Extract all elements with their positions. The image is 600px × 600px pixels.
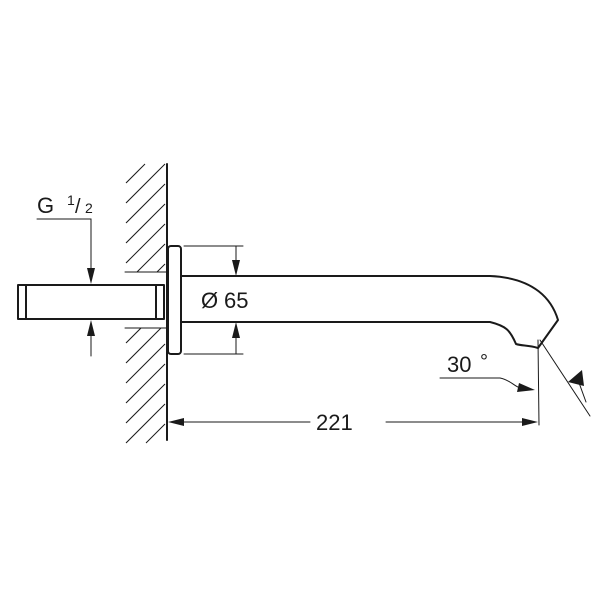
wall-section [124,163,168,444]
angle-arrow-right [568,370,584,386]
angle-extension-line [539,339,591,417]
thread-arrow-top [87,268,95,284]
angle-arrow-left [517,383,535,392]
diameter-arrow-bottom [232,322,240,338]
spout-outlet-edge [537,319,559,349]
thread-denominator: 2 [85,200,93,216]
thread-numerator: 1 [67,192,75,208]
length-dimension: 221 [168,410,538,435]
length-arrow-right [522,418,538,426]
spout-body [180,275,559,349]
diameter-value: 65 [224,288,248,313]
length-arrow-left [168,418,184,426]
angle-reference-line [537,339,540,426]
thread-prefix: G [37,193,54,218]
diameter-dimension: Ø 65 [183,245,248,355]
thread-slash: / [75,196,81,218]
thread-dimension: G 1 / 2 [36,192,95,357]
thread-arrow-bottom [87,320,95,336]
diameter-arrow-top [232,260,240,276]
connector-pipe [17,284,165,320]
angle-dimension: 30 ° [439,339,591,426]
length-value: 221 [316,410,353,435]
wall-rosette [167,245,182,355]
diameter-symbol: Ø [201,288,218,313]
angle-unit: ° [480,351,488,373]
angle-value: 30 [447,352,471,377]
threaded-connector [17,284,165,320]
